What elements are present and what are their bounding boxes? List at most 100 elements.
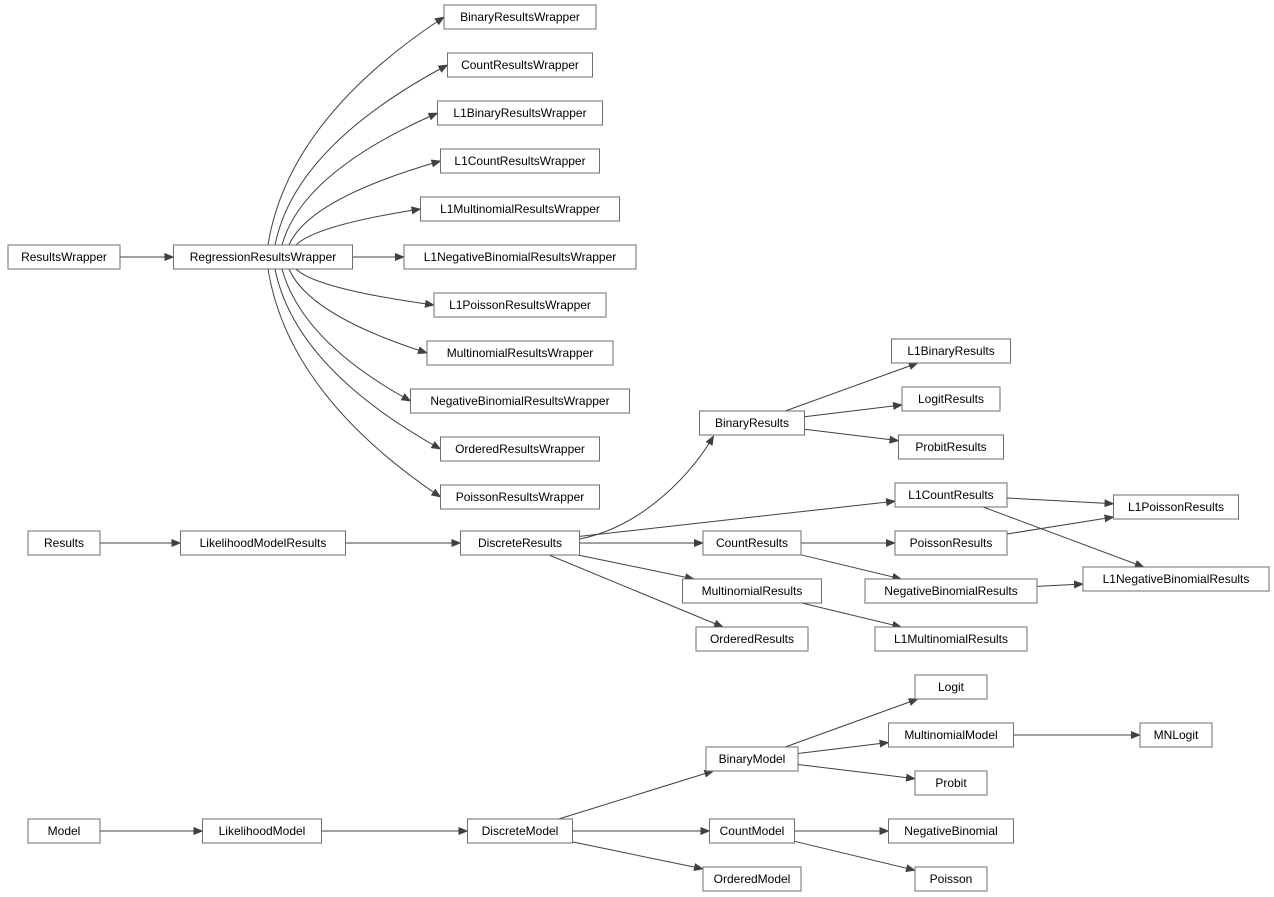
- node-L1BinaryResults[interactable]: L1BinaryResults: [891, 338, 1011, 364]
- node-box[interactable]: [894, 530, 1008, 556]
- node-box[interactable]: [682, 578, 822, 604]
- node-box[interactable]: [173, 244, 353, 270]
- node-RegressionResultsWrapper[interactable]: RegressionResultsWrapper: [173, 244, 353, 270]
- node-box[interactable]: [901, 386, 1001, 412]
- node-label: Results: [44, 536, 84, 550]
- node-box[interactable]: [180, 530, 346, 556]
- node-box[interactable]: [440, 436, 600, 462]
- node-NegativeBinomialResultsWrapper[interactable]: NegativeBinomialResultsWrapper: [410, 388, 630, 414]
- node-L1CountResults[interactable]: L1CountResults: [894, 482, 1008, 508]
- edge-BinaryResults-LogitResults: [804, 402, 903, 418]
- node-BinaryResults[interactable]: BinaryResults: [699, 410, 805, 436]
- node-box[interactable]: [709, 818, 795, 844]
- node-label: L1MultinomialResults: [894, 632, 1008, 646]
- node-MNLogit[interactable]: MNLogit: [1139, 722, 1213, 748]
- node-BinaryResultsWrapper[interactable]: BinaryResultsWrapper: [443, 4, 597, 30]
- node-Logit[interactable]: Logit: [914, 674, 988, 700]
- node-PoissonResults[interactable]: PoissonResults: [894, 530, 1008, 556]
- node-label: OrderedModel: [714, 872, 791, 886]
- node-box[interactable]: [443, 4, 597, 30]
- node-box[interactable]: [914, 770, 988, 796]
- node-L1MultinomialResultsWrapper[interactable]: L1MultinomialResultsWrapper: [420, 196, 620, 222]
- node-box[interactable]: [27, 530, 101, 556]
- node-box[interactable]: [420, 196, 620, 222]
- node-LogitResults[interactable]: LogitResults: [901, 386, 1001, 412]
- node-DiscreteModel[interactable]: DiscreteModel: [467, 818, 573, 844]
- node-CountResultsWrapper[interactable]: CountResultsWrapper: [447, 52, 593, 78]
- node-MultinomialResults[interactable]: MultinomialResults: [682, 578, 822, 604]
- node-L1PoissonResultsWrapper[interactable]: L1PoissonResultsWrapper: [433, 292, 607, 318]
- node-Model[interactable]: Model: [27, 818, 101, 844]
- node-box[interactable]: [1139, 722, 1213, 748]
- node-CountModel[interactable]: CountModel: [709, 818, 795, 844]
- node-box[interactable]: [27, 818, 101, 844]
- node-box[interactable]: [410, 388, 630, 414]
- node-OrderedResults[interactable]: OrderedResults: [695, 626, 809, 652]
- node-box[interactable]: [7, 244, 121, 270]
- node-box[interactable]: [426, 340, 614, 366]
- node-box[interactable]: [914, 674, 988, 700]
- edge-L1CountResults-L1NegativeBinomialResults: [982, 506, 1145, 568]
- node-L1NegativeBinomialResultsWrapper[interactable]: L1NegativeBinomialResultsWrapper: [403, 244, 637, 270]
- node-DiscreteResults[interactable]: DiscreteResults: [460, 530, 580, 556]
- node-box[interactable]: [440, 484, 600, 510]
- edge-BinaryResults-L1BinaryResults: [785, 362, 919, 412]
- node-box[interactable]: [702, 530, 802, 556]
- node-box[interactable]: [898, 434, 1004, 460]
- node-box[interactable]: [705, 746, 799, 772]
- node-box[interactable]: [888, 818, 1014, 844]
- node-L1CountResultsWrapper[interactable]: L1CountResultsWrapper: [440, 148, 600, 174]
- node-box[interactable]: [702, 866, 802, 892]
- node-box[interactable]: [894, 482, 1008, 508]
- node-box[interactable]: [202, 818, 322, 844]
- node-LikelihoodModel[interactable]: LikelihoodModel: [202, 818, 322, 844]
- node-CountResults[interactable]: CountResults: [702, 530, 802, 556]
- node-label: ProbitResults: [915, 440, 986, 454]
- node-Poisson[interactable]: Poisson: [914, 866, 988, 892]
- node-Probit[interactable]: Probit: [914, 770, 988, 796]
- node-MultinomialModel[interactable]: MultinomialModel: [888, 722, 1014, 748]
- node-box[interactable]: [437, 100, 603, 126]
- node-label: L1BinaryResultsWrapper: [453, 106, 586, 120]
- node-NegativeBinomialResults[interactable]: NegativeBinomialResults: [864, 578, 1038, 604]
- edge-DiscreteModel-OrderedModel: [572, 841, 704, 871]
- edge-BinaryModel-MultinomialModel: [797, 739, 890, 754]
- node-PoissonResultsWrapper[interactable]: PoissonResultsWrapper: [440, 484, 600, 510]
- node-L1BinaryResultsWrapper[interactable]: L1BinaryResultsWrapper: [437, 100, 603, 126]
- node-box[interactable]: [864, 578, 1038, 604]
- node-L1MultinomialResults[interactable]: L1MultinomialResults: [874, 626, 1028, 652]
- node-L1PoissonResults[interactable]: L1PoissonResults: [1113, 494, 1239, 520]
- node-ProbitResults[interactable]: ProbitResults: [898, 434, 1004, 460]
- node-label: MultinomialModel: [904, 728, 997, 742]
- edge-RegressionResultsWrapper-CountResultsWrapper: [274, 64, 449, 246]
- node-box[interactable]: [699, 410, 805, 436]
- node-box[interactable]: [1113, 494, 1239, 520]
- node-box[interactable]: [874, 626, 1028, 652]
- node-box[interactable]: [433, 292, 607, 318]
- node-BinaryModel[interactable]: BinaryModel: [705, 746, 799, 772]
- node-Results[interactable]: Results: [27, 530, 101, 556]
- node-box[interactable]: [891, 338, 1011, 364]
- node-box[interactable]: [467, 818, 573, 844]
- node-box[interactable]: [403, 244, 637, 270]
- node-box[interactable]: [447, 52, 593, 78]
- node-label: PoissonResults: [910, 536, 993, 550]
- node-box[interactable]: [460, 530, 580, 556]
- node-OrderedModel[interactable]: OrderedModel: [702, 866, 802, 892]
- node-label: Logit: [938, 680, 965, 694]
- node-LikelihoodModelResults[interactable]: LikelihoodModelResults: [180, 530, 346, 556]
- node-L1NegativeBinomialResults[interactable]: L1NegativeBinomialResults: [1082, 566, 1270, 592]
- node-box[interactable]: [695, 626, 809, 652]
- node-OrderedResultsWrapper[interactable]: OrderedResultsWrapper: [440, 436, 600, 462]
- node-label: PoissonResultsWrapper: [456, 490, 585, 504]
- node-label: DiscreteResults: [478, 536, 562, 550]
- node-box[interactable]: [1082, 566, 1270, 592]
- node-box[interactable]: [888, 722, 1014, 748]
- node-box[interactable]: [440, 148, 600, 174]
- node-box[interactable]: [914, 866, 988, 892]
- node-NegativeBinomial[interactable]: NegativeBinomial: [888, 818, 1014, 844]
- node-ResultsWrapper[interactable]: ResultsWrapper: [7, 244, 121, 270]
- edge-RegressionResultsWrapper-L1MultinomialResultsWrapper: [295, 206, 422, 246]
- node-label: BinaryResults: [715, 416, 789, 430]
- node-MultinomialResultsWrapper[interactable]: MultinomialResultsWrapper: [426, 340, 614, 366]
